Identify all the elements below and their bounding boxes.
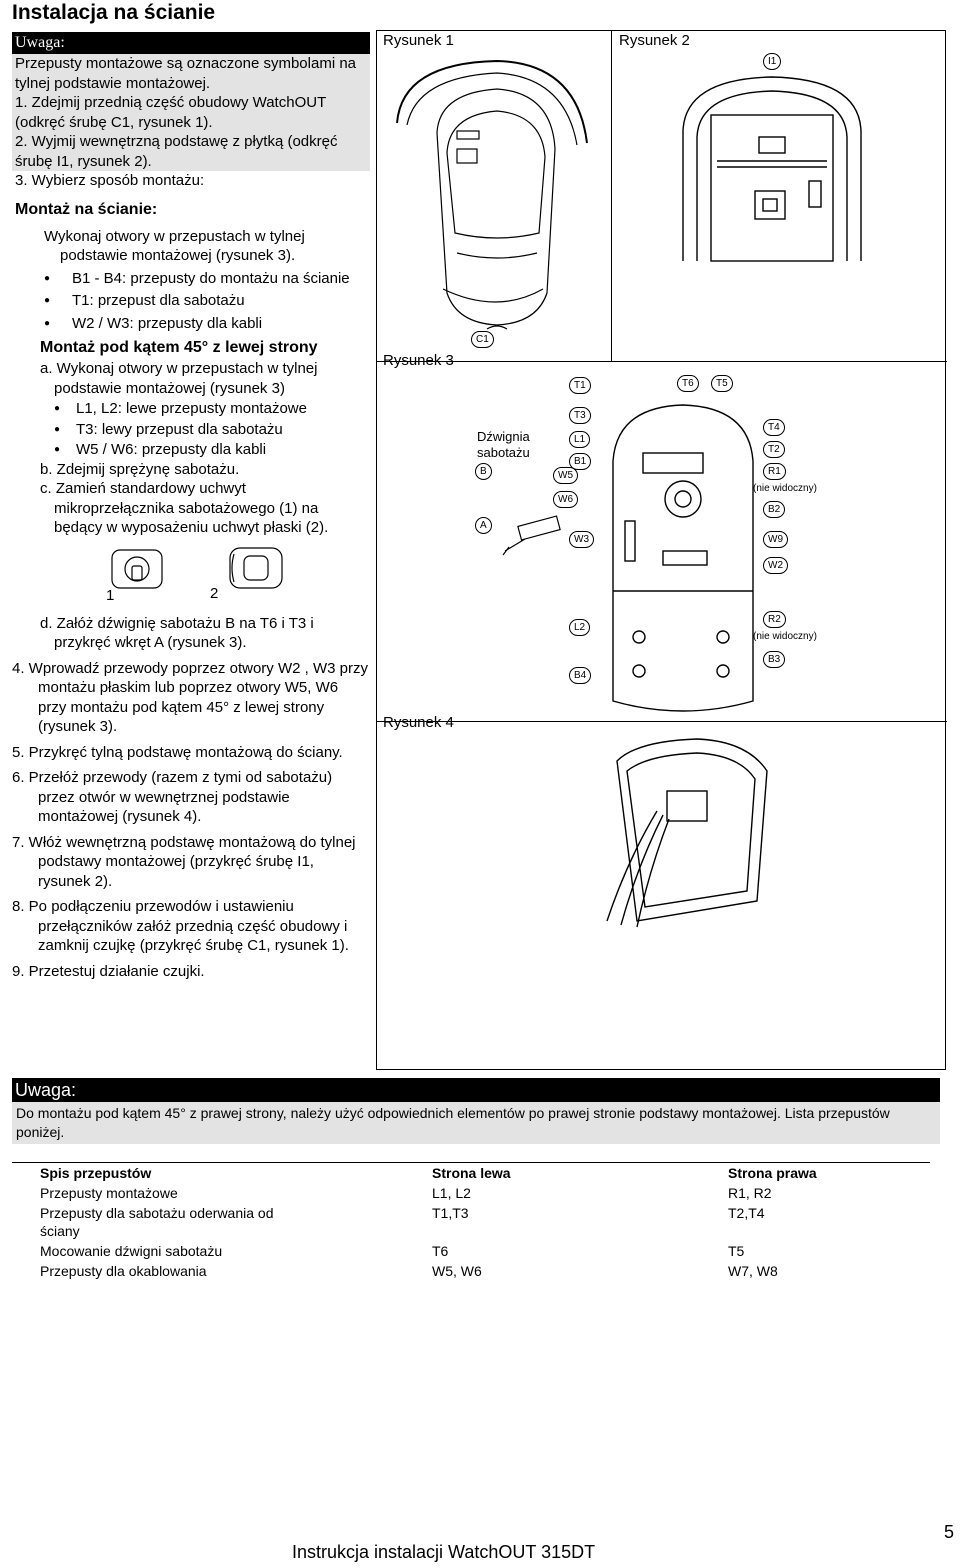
handle-label-1: 1 <box>106 586 115 604</box>
note-body: Do montażu pod kątem 45° z prawej strony… <box>16 1105 890 1140</box>
table-cell: R1, R2 <box>728 1185 772 1201</box>
tamper-lever-drawing <box>502 515 561 556</box>
wall-bullet: B1 - B4: przepusty do montażu na ścianie <box>12 269 370 289</box>
tamper-handles-svg <box>111 546 283 589</box>
angle-mount-heading: Montaż pod kątem 45° z lewej strony <box>40 339 318 356</box>
step-1: 1. Zdejmij przednią część obudowy WatchO… <box>15 94 326 131</box>
not-visible-note-r1: (nie widoczny) <box>753 483 817 494</box>
wall-bullet: W2 / W3: przepusty dla kabli <box>12 314 370 334</box>
table-header-row: Spis przepustów Strona lewa Strona prawa <box>12 1162 930 1183</box>
table-cell: L1, L2 <box>432 1185 471 1201</box>
table-row: Mocowanie dźwigni sabotażu T6 T5 <box>12 1241 930 1261</box>
callout-t6: T6 <box>677 375 699 392</box>
page-title: Instalacja na ścianie <box>12 1 216 24</box>
step-2: 2. Wyjmij wewnętrzną podstawę z płytką (… <box>15 133 338 170</box>
angle-step-b: b. Zdejmij sprężynę sabotażu. <box>40 460 240 478</box>
callout-w3: W3 <box>569 531 594 548</box>
figure-3-label: Rysunek 3 <box>383 352 454 369</box>
figure-1-label: Rysunek 1 <box>383 32 454 49</box>
callout-b1: B1 <box>569 453 592 470</box>
tamper-lever-label: Dźwignia sabotażu <box>477 429 530 460</box>
note-heading: Uwaga: <box>12 32 370 54</box>
callout-c1: C1 <box>471 331 494 348</box>
table-cell: Mocowanie dźwigni sabotażu <box>40 1243 223 1259</box>
callout-r1: R1 <box>763 463 786 480</box>
step-3: 3. Wybierz sposób montażu: <box>15 172 205 189</box>
callout-b: B <box>475 463 492 480</box>
figure-divider <box>377 361 947 362</box>
figure-4-assembly-drawing <box>606 738 768 928</box>
figure-2-label: Rysunek 2 <box>619 32 690 49</box>
angle-step-a: a. Wykonaj otwory w przepustach w tylnej… <box>40 360 318 397</box>
figure-4-label: Rysunek 4 <box>383 714 454 731</box>
angle-step-c: c. Zamień standardowy uchwyt mikroprzełą… <box>40 480 329 536</box>
callout-l2: L2 <box>569 619 591 636</box>
callout-r2: R2 <box>763 611 786 628</box>
figure-2-inner-base-drawing <box>682 76 862 262</box>
angle-bullet: W5 / W6: przepusty dla kabli <box>12 440 370 460</box>
table-row: Przepusty dla sabotażu oderwania od ścia… <box>12 1203 930 1241</box>
callout-b2: B2 <box>763 501 786 518</box>
page-number: 5 <box>944 1522 955 1542</box>
figure-3-back-base-drawing <box>612 404 754 712</box>
callout-w5: W5 <box>553 467 578 484</box>
figure-divider <box>377 721 947 722</box>
callout-t2: T2 <box>763 441 785 458</box>
table-cell: T2,T4 <box>728 1205 765 1221</box>
callout-i1: I1 <box>763 53 782 70</box>
angle-bullet: L1, L2: lewe przepusty montażowe <box>12 399 370 419</box>
callout-l1: L1 <box>569 431 591 448</box>
angle-step-d: d. Załóż dźwignię sabotażu B na T6 i T3 … <box>40 614 314 652</box>
figure-divider <box>611 31 612 361</box>
handle-label-2: 2 <box>210 584 219 602</box>
step-8: 8. Po podłączeniu przewodów i ustawieniu… <box>12 898 349 954</box>
step-4: 4. Wprowadź przewody poprzez otwory W2 ,… <box>12 659 368 736</box>
step-5: 5. Przykręć tylną podstawę montażową do … <box>12 743 343 761</box>
wall-mount-text: Wykonaj otwory w przepustach w tylnej po… <box>44 227 305 265</box>
table-row: Przepusty montażowe L1, L2 R1, R2 <box>12 1183 930 1203</box>
table-cell: Przepusty dla okablowania <box>40 1263 207 1279</box>
instructions-column: Uwaga: Przepusty montażowe są oznaczone … <box>12 32 370 981</box>
wall-mount-heading: Montaż na ścianie: <box>15 200 158 218</box>
angle-bullet: T3: lewy przepust dla sabotażu <box>12 420 370 440</box>
note-body: Przepusty montażowe są oznaczone symbola… <box>15 55 357 92</box>
passthrough-table: Spis przepustów Strona lewa Strona prawa… <box>12 1162 930 1281</box>
table-cell: W5, W6 <box>432 1263 482 1279</box>
callout-t3: T3 <box>569 407 591 424</box>
step-9: 9. Przetestuj działanie czujki. <box>12 962 205 980</box>
note-box-top: Uwaga: Przepusty montażowe są oznaczone … <box>12 32 370 171</box>
callout-w2: W2 <box>763 557 788 574</box>
table-header-cell: Strona lewa <box>404 1162 700 1183</box>
callout-a: A <box>475 517 492 534</box>
note-box-bottom: Uwaga: Do montażu pod kątem 45° z prawej… <box>12 1078 940 1144</box>
tamper-handles-illustration: 1 2 <box>12 544 370 610</box>
table-cell: Przepusty montażowe <box>40 1185 178 1201</box>
table-cell: T5 <box>728 1243 745 1259</box>
step-7: 7. Włóż wewnętrzną podstawę montażową do… <box>12 833 356 890</box>
table-cell: T6 <box>432 1243 449 1259</box>
wall-bullet: T1: przepust dla sabotażu <box>12 291 370 311</box>
callout-t5: T5 <box>711 375 733 392</box>
table-cell: W7, W8 <box>728 1263 778 1279</box>
not-visible-note-r2: (nie widoczny) <box>753 631 817 642</box>
table-header-cell: Spis przepustów <box>12 1162 404 1183</box>
callout-w9: W9 <box>763 531 788 548</box>
table-row: Przepusty dla okablowania W5, W6 W7, W8 <box>12 1261 930 1281</box>
table-cell: Przepusty dla sabotażu oderwania od ścia… <box>40 1205 274 1239</box>
callout-t4: T4 <box>763 419 785 436</box>
note-heading: Uwaga: <box>12 1078 940 1102</box>
callout-w6: W6 <box>553 491 578 508</box>
figure-1-detector-drawing <box>396 59 588 330</box>
callout-b3: B3 <box>763 651 786 668</box>
table-header-cell: Strona prawa <box>700 1162 930 1183</box>
table-cell: T1,T3 <box>432 1205 469 1221</box>
callout-b4: B4 <box>569 667 592 684</box>
callout-t1: T1 <box>569 377 591 394</box>
figures-frame: Rysunek 1 Rysunek 2 Rysunek 3 Rysunek 4 … <box>376 30 947 1070</box>
step-6: 6. Przełóż przewody (razem z tymi od sab… <box>12 769 333 825</box>
footer-title: Instrukcja instalacji WatchOUT 315DT <box>292 1542 596 1562</box>
